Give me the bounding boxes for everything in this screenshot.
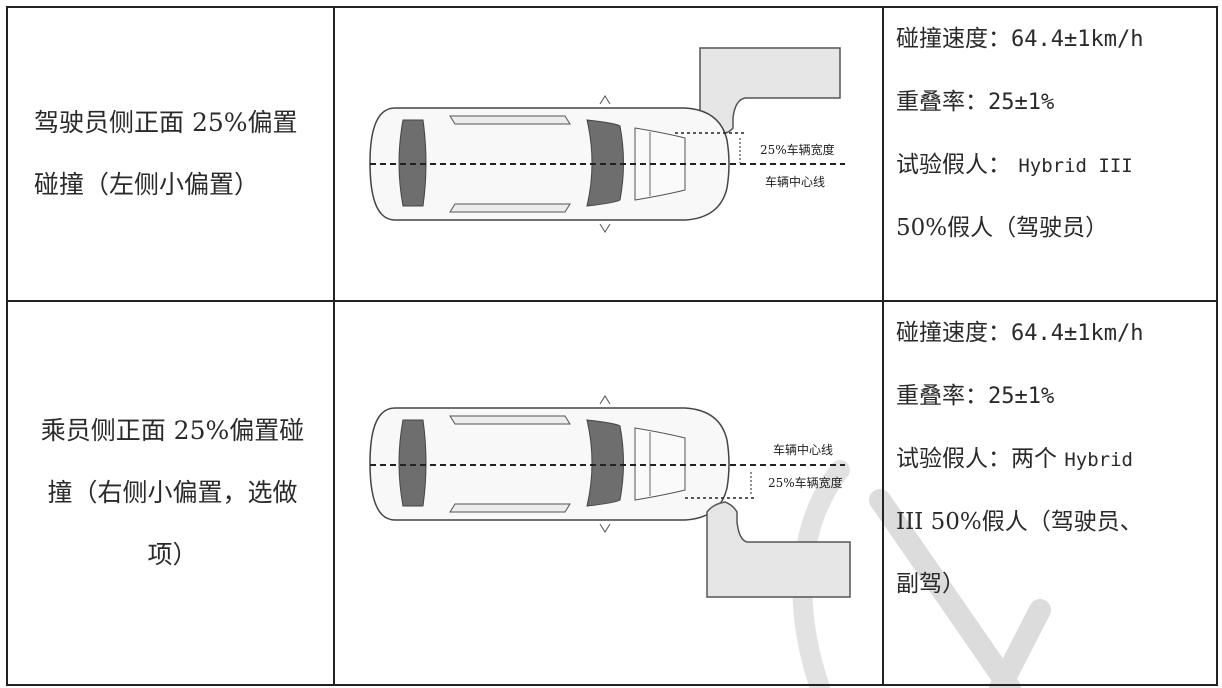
overlap-line: 重叠率：25±1% bbox=[896, 365, 1208, 428]
barrier-shape bbox=[706, 501, 851, 598]
speed-value: 64.4±1km/h bbox=[1011, 321, 1144, 346]
parameters-cell: 碰撞速度：64.4±1km/h 重叠率：25±1% 试验假人：两个 Hybrid… bbox=[882, 300, 1218, 686]
small-overlap-diagram-right: 车辆中心线 25%车辆宽度 bbox=[369, 395, 851, 598]
speed-value: 64.4±1km/h bbox=[1011, 27, 1144, 52]
dummy-label: 试验假人：两个 bbox=[896, 446, 1057, 472]
offset-label: 25%车辆宽度 bbox=[760, 142, 835, 157]
center-label: 车辆中心线 bbox=[765, 174, 825, 189]
scenario-text: 碰撞（左侧小偏置） bbox=[34, 170, 260, 199]
diagram-cell: 车辆中心线 25%车辆宽度 bbox=[333, 300, 884, 686]
dummy-line-2: III 50%假人（驾驶员、 bbox=[896, 509, 1143, 535]
diagram-cell: 25%车辆宽度 车辆中心线 bbox=[333, 6, 884, 302]
parameters-cell: 碰撞速度：64.4±1km/h 重叠率：25±1% 试验假人： Hybrid I… bbox=[882, 6, 1218, 302]
speed-line: 碰撞速度：64.4±1km/h bbox=[896, 302, 1208, 365]
scenario-text: 驾驶员侧正面 25%偏置 bbox=[34, 108, 298, 137]
dummy-line-3: 副驾） bbox=[896, 571, 965, 597]
speed-line: 碰撞速度：64.4±1km/h bbox=[896, 8, 1208, 71]
table-row: 乘员侧正面 25%偏置碰 撞（右侧小偏置，选做 项） 车辆中心线 bbox=[6, 300, 1218, 686]
scenario-cell: 乘员侧正面 25%偏置碰 撞（右侧小偏置，选做 项） bbox=[6, 300, 335, 686]
offset-label: 25%车辆宽度 bbox=[768, 475, 843, 490]
dummy-label: 试验假人： bbox=[896, 152, 1011, 178]
speed-label: 碰撞速度： bbox=[896, 26, 1011, 52]
dummy-line-2: 50%假人（驾驶员） bbox=[896, 215, 1109, 241]
barrier-shape bbox=[699, 47, 841, 135]
overlap-label: 重叠率： bbox=[896, 383, 988, 409]
center-label: 车辆中心线 bbox=[773, 442, 833, 457]
table-row: 驾驶员侧正面 25%偏置 碰撞（左侧小偏置） bbox=[6, 6, 1218, 302]
scenario-text: 撞（右侧小偏置，选做 bbox=[47, 478, 298, 507]
speed-label: 碰撞速度： bbox=[896, 320, 1011, 346]
dummy-line: 试验假人： Hybrid III bbox=[896, 134, 1208, 197]
small-overlap-diagram-left: 25%车辆宽度 车辆中心线 bbox=[369, 47, 845, 233]
overlap-line: 重叠率：25±1% bbox=[896, 71, 1208, 134]
scenario-text: 项） bbox=[147, 540, 198, 569]
car-top-view bbox=[369, 95, 730, 233]
scenario-cell: 驾驶员侧正面 25%偏置 碰撞（左侧小偏置） bbox=[6, 6, 335, 302]
dummy-value: Hybrid bbox=[1064, 449, 1133, 471]
scenario-text: 乘员侧正面 25%偏置碰 bbox=[40, 416, 305, 445]
crash-test-table: 驾驶员侧正面 25%偏置 碰撞（左侧小偏置） bbox=[6, 6, 1218, 686]
overlap-value: 25±1% bbox=[988, 384, 1055, 409]
dummy-line: 试验假人：两个 Hybrid bbox=[896, 428, 1208, 491]
dummy-value: Hybrid III bbox=[1018, 155, 1133, 177]
overlap-value: 25±1% bbox=[988, 90, 1055, 115]
overlap-label: 重叠率： bbox=[896, 89, 988, 115]
car-top-view bbox=[369, 395, 730, 533]
